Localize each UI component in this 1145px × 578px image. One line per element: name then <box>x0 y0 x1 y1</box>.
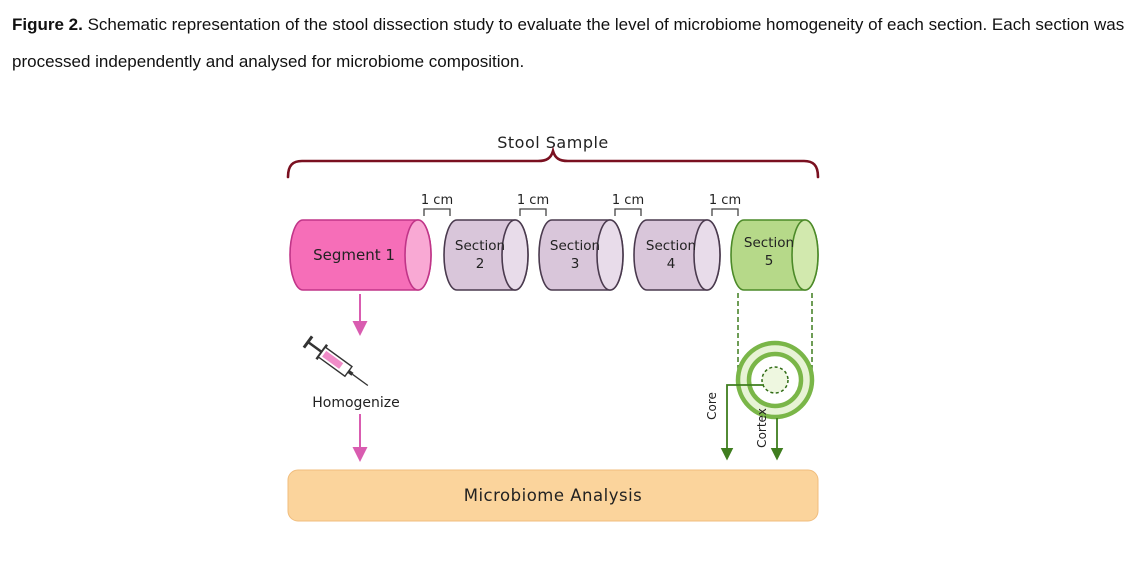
section-2-label-line1: Section <box>455 238 505 254</box>
gap-label-4: 1 cm <box>709 193 741 208</box>
gap-marker-2: 1 cm <box>517 193 549 216</box>
section-2-endcap <box>501 219 529 291</box>
segment-1-label: Segment 1 <box>313 246 395 264</box>
section-4-label-line2: 4 <box>667 256 676 272</box>
section-2-label-line2: 2 <box>476 256 485 272</box>
segment-1-cylinder: Segment 1 <box>289 219 432 291</box>
section-4-endcap <box>693 219 721 291</box>
stool-sample-title: Stool Sample <box>497 133 609 152</box>
gap-bracket-4 <box>711 208 739 216</box>
section-3-label-line2: 3 <box>571 256 580 272</box>
cross-section-icon <box>735 340 815 420</box>
syringe-icon <box>302 335 369 387</box>
section-5-endcap <box>791 219 819 291</box>
segment-1-endcap <box>404 219 432 291</box>
figure-caption: Figure 2. Schematic representation of th… <box>12 6 1130 81</box>
microbiome-analysis-box: Microbiome Analysis <box>287 469 819 522</box>
section-3-label-line1: Section <box>550 238 600 254</box>
figure-label: Figure 2. <box>12 15 83 34</box>
section-2-cylinder: Section 2 <box>443 219 529 291</box>
section-3-cylinder: Section 3 <box>538 219 624 291</box>
gap-label-2: 1 cm <box>517 193 549 208</box>
core-to-analysis-arrow <box>720 384 764 461</box>
gap-marker-1: 1 cm <box>421 193 453 216</box>
gap-label-3: 1 cm <box>612 193 644 208</box>
cortex-label: Cortex <box>755 408 769 448</box>
gap-marker-4: 1 cm <box>709 193 741 216</box>
homogenize-label: Homogenize <box>312 395 400 411</box>
microbiome-analysis-label: Microbiome Analysis <box>464 486 643 505</box>
core-label: Core <box>705 392 719 420</box>
section-4-cylinder: Section 4 <box>633 219 721 291</box>
gap-marker-3: 1 cm <box>612 193 644 216</box>
gap-bracket-3 <box>614 208 642 216</box>
gap-bracket-2 <box>519 208 547 216</box>
gap-label-1: 1 cm <box>421 193 453 208</box>
section-5-label-line1: Section <box>744 235 794 251</box>
section-5-cylinder: Section 5 <box>730 219 819 291</box>
section-3-endcap <box>596 219 624 291</box>
stool-sample-brace <box>286 146 820 179</box>
section-5-label-line2: 5 <box>765 253 774 269</box>
section-4-label-line1: Section <box>646 238 696 254</box>
figure-caption-text: Schematic representation of the stool di… <box>12 15 1125 72</box>
gap-bracket-1 <box>423 208 451 216</box>
